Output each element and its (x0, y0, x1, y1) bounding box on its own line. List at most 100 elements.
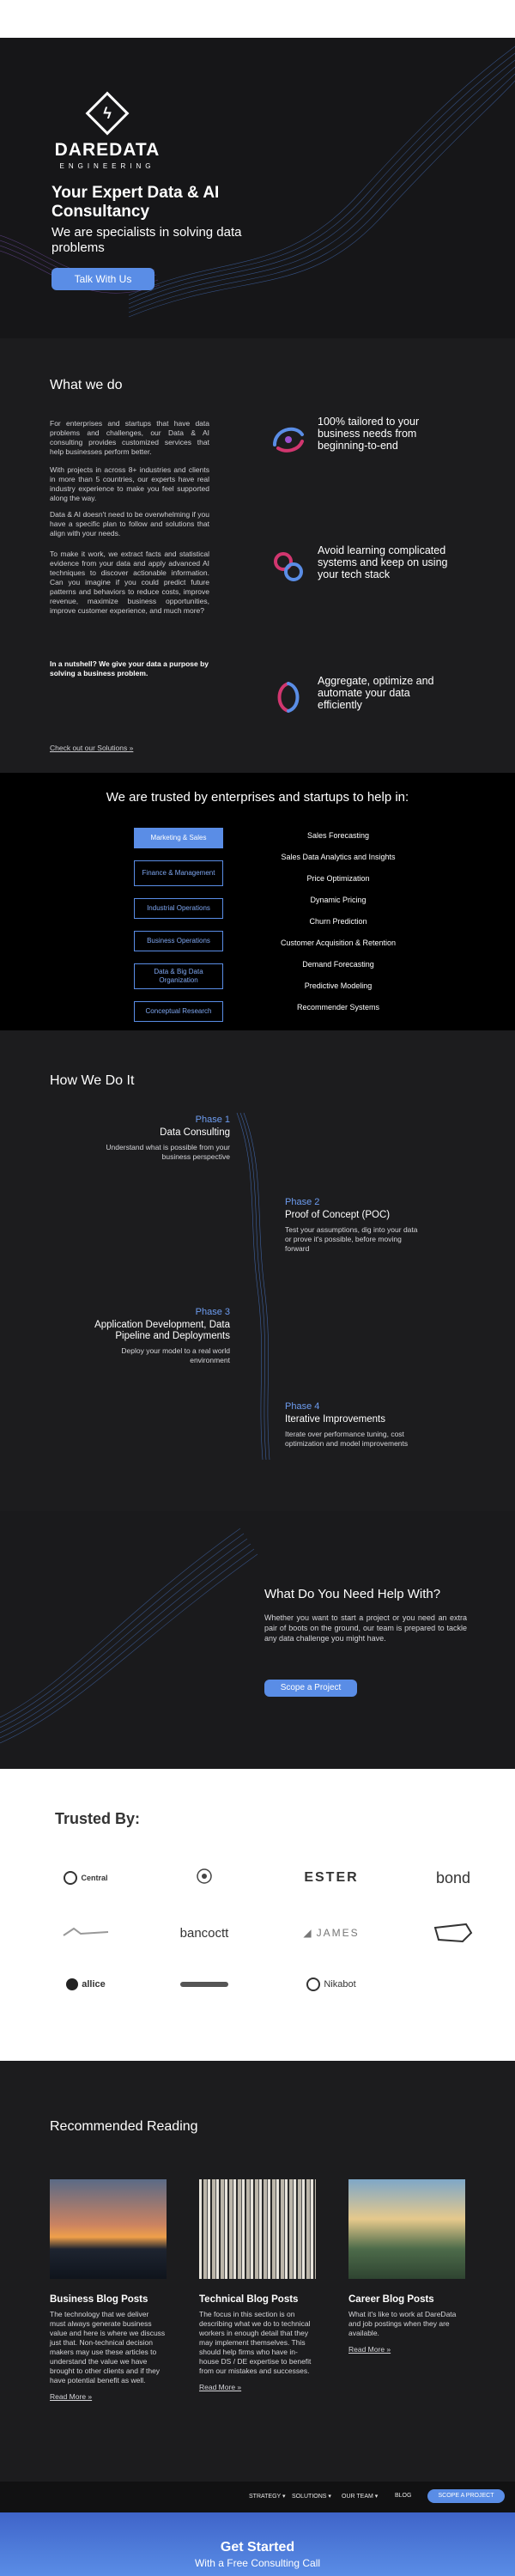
category-tab-industrial-operations[interactable]: Industrial Operations (134, 898, 223, 919)
category-tab-finance-management[interactable]: Finance & Management (134, 860, 223, 886)
flower-logo-icon (197, 1868, 212, 1884)
what-paragraph: Data & AI doesn't need to be overwhelmin… (50, 510, 209, 538)
need-waves-graphic (0, 1528, 258, 1744)
feature-item: Avoid learning complicated systems and k… (270, 544, 467, 587)
help-areas-section: We are trusted by enterprises and startu… (0, 773, 515, 1030)
james-logo: ◢ JAMES (290, 1920, 373, 1946)
feature-item: 100% tailored to your business needs fro… (270, 416, 467, 459)
talk-with-us-button[interactable]: Talk With Us (52, 268, 154, 290)
bottom-nav-bar: STRATEGY ▾ SOLUTIONS ▾ OUR TEAM ▾ BLOG S… (0, 2482, 515, 2512)
hero-title: Your Expert Data & AI Consultancy (52, 184, 220, 221)
bond-logo: bond (435, 1868, 471, 1886)
nikabot-logo-icon (306, 1978, 321, 1991)
service-item: Predictive Modeling (304, 981, 373, 990)
service-item: Dynamic Pricing (310, 896, 367, 904)
help-heading: We are trusted by enterprises and startu… (106, 790, 409, 805)
nav-solutions[interactable]: SOLUTIONS ▾ (292, 2494, 331, 2500)
reading-heading: Recommended Reading (50, 2119, 198, 2134)
service-item: Demand Forecasting (302, 960, 374, 969)
phase-1: Phase 1 Data Consulting Understand what … (93, 1115, 230, 1162)
phase-description: Iterate over performance tuning, cost op… (285, 1430, 409, 1448)
aggregate-icon (277, 682, 300, 713)
nav-strategy[interactable]: STRATEGY ▾ (249, 2494, 286, 2500)
logo-sub: ENGINEERING (59, 162, 155, 170)
card-title: Career Blog Posts (348, 2294, 434, 2305)
service-item: Recommender Systems (296, 1003, 380, 1012)
read-more-link[interactable]: Read More » (50, 2392, 93, 2401)
feature-item: Aggregate, optimize and automate your da… (270, 675, 467, 718)
blog-card-technical[interactable]: Technical Blog Posts The focus in this s… (199, 2179, 316, 2391)
what-we-do-section: What we do For enterprises and startups … (0, 338, 515, 773)
nav-our-team[interactable]: OUR TEAM ▾ (342, 2494, 379, 2500)
logo-text: allice (82, 1979, 106, 1990)
map-logo-icon (433, 1923, 473, 1943)
service-item: Price Optimization (306, 874, 370, 883)
how-heading: How We Do It (50, 1073, 135, 1088)
phase-label: Phase 2 (285, 1197, 320, 1207)
service-item: Customer Acquisition & Retention (280, 939, 397, 947)
read-more-link[interactable]: Read More » (348, 2345, 391, 2354)
blog-card-career[interactable]: Career Blog Posts What it's like to work… (348, 2179, 465, 2354)
get-started-title: Get Started (220, 2540, 295, 2555)
central-logo: Central (45, 1865, 127, 1891)
trusted-heading: Trusted By: (55, 1810, 141, 1827)
what-paragraph: With projects in across 8+ industries an… (50, 465, 209, 502)
central-logo-icon (64, 1871, 78, 1885)
allice-logo-icon (66, 1978, 79, 1990)
category-tab-data-organization[interactable]: Data & Big Data Organization (134, 963, 223, 989)
bancoctt-logo: bancoctt (179, 1925, 229, 1941)
blog-card-business[interactable]: Business Blog Posts The technology that … (50, 2179, 167, 2401)
logo-text: Central (81, 1874, 108, 1882)
category-tab-marketing-sales[interactable]: Marketing & Sales (134, 828, 223, 848)
technical-card-image (199, 2179, 316, 2279)
phase-3: Phase 3 Application Development, Data Pi… (93, 1307, 230, 1365)
phase-description: Understand what is possible from your bu… (106, 1143, 230, 1161)
read-more-link[interactable]: Read More » (199, 2383, 242, 2391)
trusted-by-section: Trusted By: Central ESTER bond bancoctt … (0, 1769, 515, 2061)
category-tab-business-operations[interactable]: Business Operations (134, 931, 223, 951)
top-strip (0, 0, 515, 38)
what-we-do-heading: What we do (50, 378, 123, 392)
phase-label: Phase 1 (195, 1115, 230, 1125)
james-logo-icon: ◢ (303, 1927, 313, 1939)
get-started-banner[interactable]: Get Started With a Free Consulting Call (0, 2512, 515, 2576)
bird-logo-icon (63, 1927, 109, 1936)
solutions-link[interactable]: Check out our Solutions » (50, 744, 134, 752)
card-text: The technology that we deliver must alwa… (50, 2310, 166, 2385)
nikabot-logo: Nikabot (290, 1971, 373, 1997)
card-text: The focus in this section is on describi… (199, 2310, 312, 2375)
logo-name: DAREDATA (54, 140, 161, 160)
service-item: Sales Forecasting (306, 831, 370, 840)
hero-subtitle: We are specialists in solving data probl… (52, 225, 242, 255)
card-text: What it's like to work at DareData and j… (348, 2310, 457, 2337)
phase-label: Phase 4 (285, 1401, 320, 1412)
category-tab-conceptual-research[interactable]: Conceptual Research (134, 1001, 223, 1022)
nav-scope-project-button[interactable]: SCOPE A PROJECT (427, 2489, 505, 2503)
feature-text: Avoid learning complicated systems and k… (318, 544, 448, 580)
logo-text: Nikabot (324, 1979, 356, 1990)
scope-project-button[interactable]: Scope a Project (264, 1680, 357, 1697)
phase-title: Proof of Concept (POC) (285, 1210, 391, 1220)
tailored-icon (273, 427, 304, 453)
phase-4: Phase 4 Iterative Improvements Iterate o… (285, 1401, 422, 1449)
daredata-logo[interactable]: ϟ DAREDATA ENGINEERING (52, 91, 163, 170)
recommended-reading-section: Recommended Reading Business Blog Posts … (0, 2061, 515, 2482)
phase-title: Data Consulting (160, 1127, 230, 1138)
feature-text: 100% tailored to your business needs fro… (318, 416, 420, 452)
what-paragraph: To make it work, we extract facts and st… (50, 550, 209, 615)
partner-logo (45, 1920, 127, 1946)
nav-blog[interactable]: BLOG (395, 2493, 412, 2499)
hero-section: ϟ DAREDATA ENGINEERING Your Expert Data … (0, 38, 515, 338)
business-card-image (50, 2179, 167, 2279)
phase-2: Phase 2 Proof of Concept (POC) Test your… (285, 1197, 422, 1254)
service-item: Sales Data Analytics and Insights (281, 853, 396, 861)
get-started-subtitle: With a Free Consulting Call (194, 2557, 321, 2569)
partner-logo (163, 1971, 245, 1997)
logo-text: JAMES (316, 1927, 360, 1939)
hero-waves-graphic (0, 46, 515, 318)
ester-logo: ESTER (304, 1870, 359, 1885)
partner-logo (163, 1865, 245, 1891)
what-paragraph: For enterprises and startups that have d… (50, 419, 209, 456)
what-paragraph-strong: In a nutshell? We give your data a purpo… (50, 659, 209, 677)
phase-label: Phase 3 (195, 1307, 230, 1317)
